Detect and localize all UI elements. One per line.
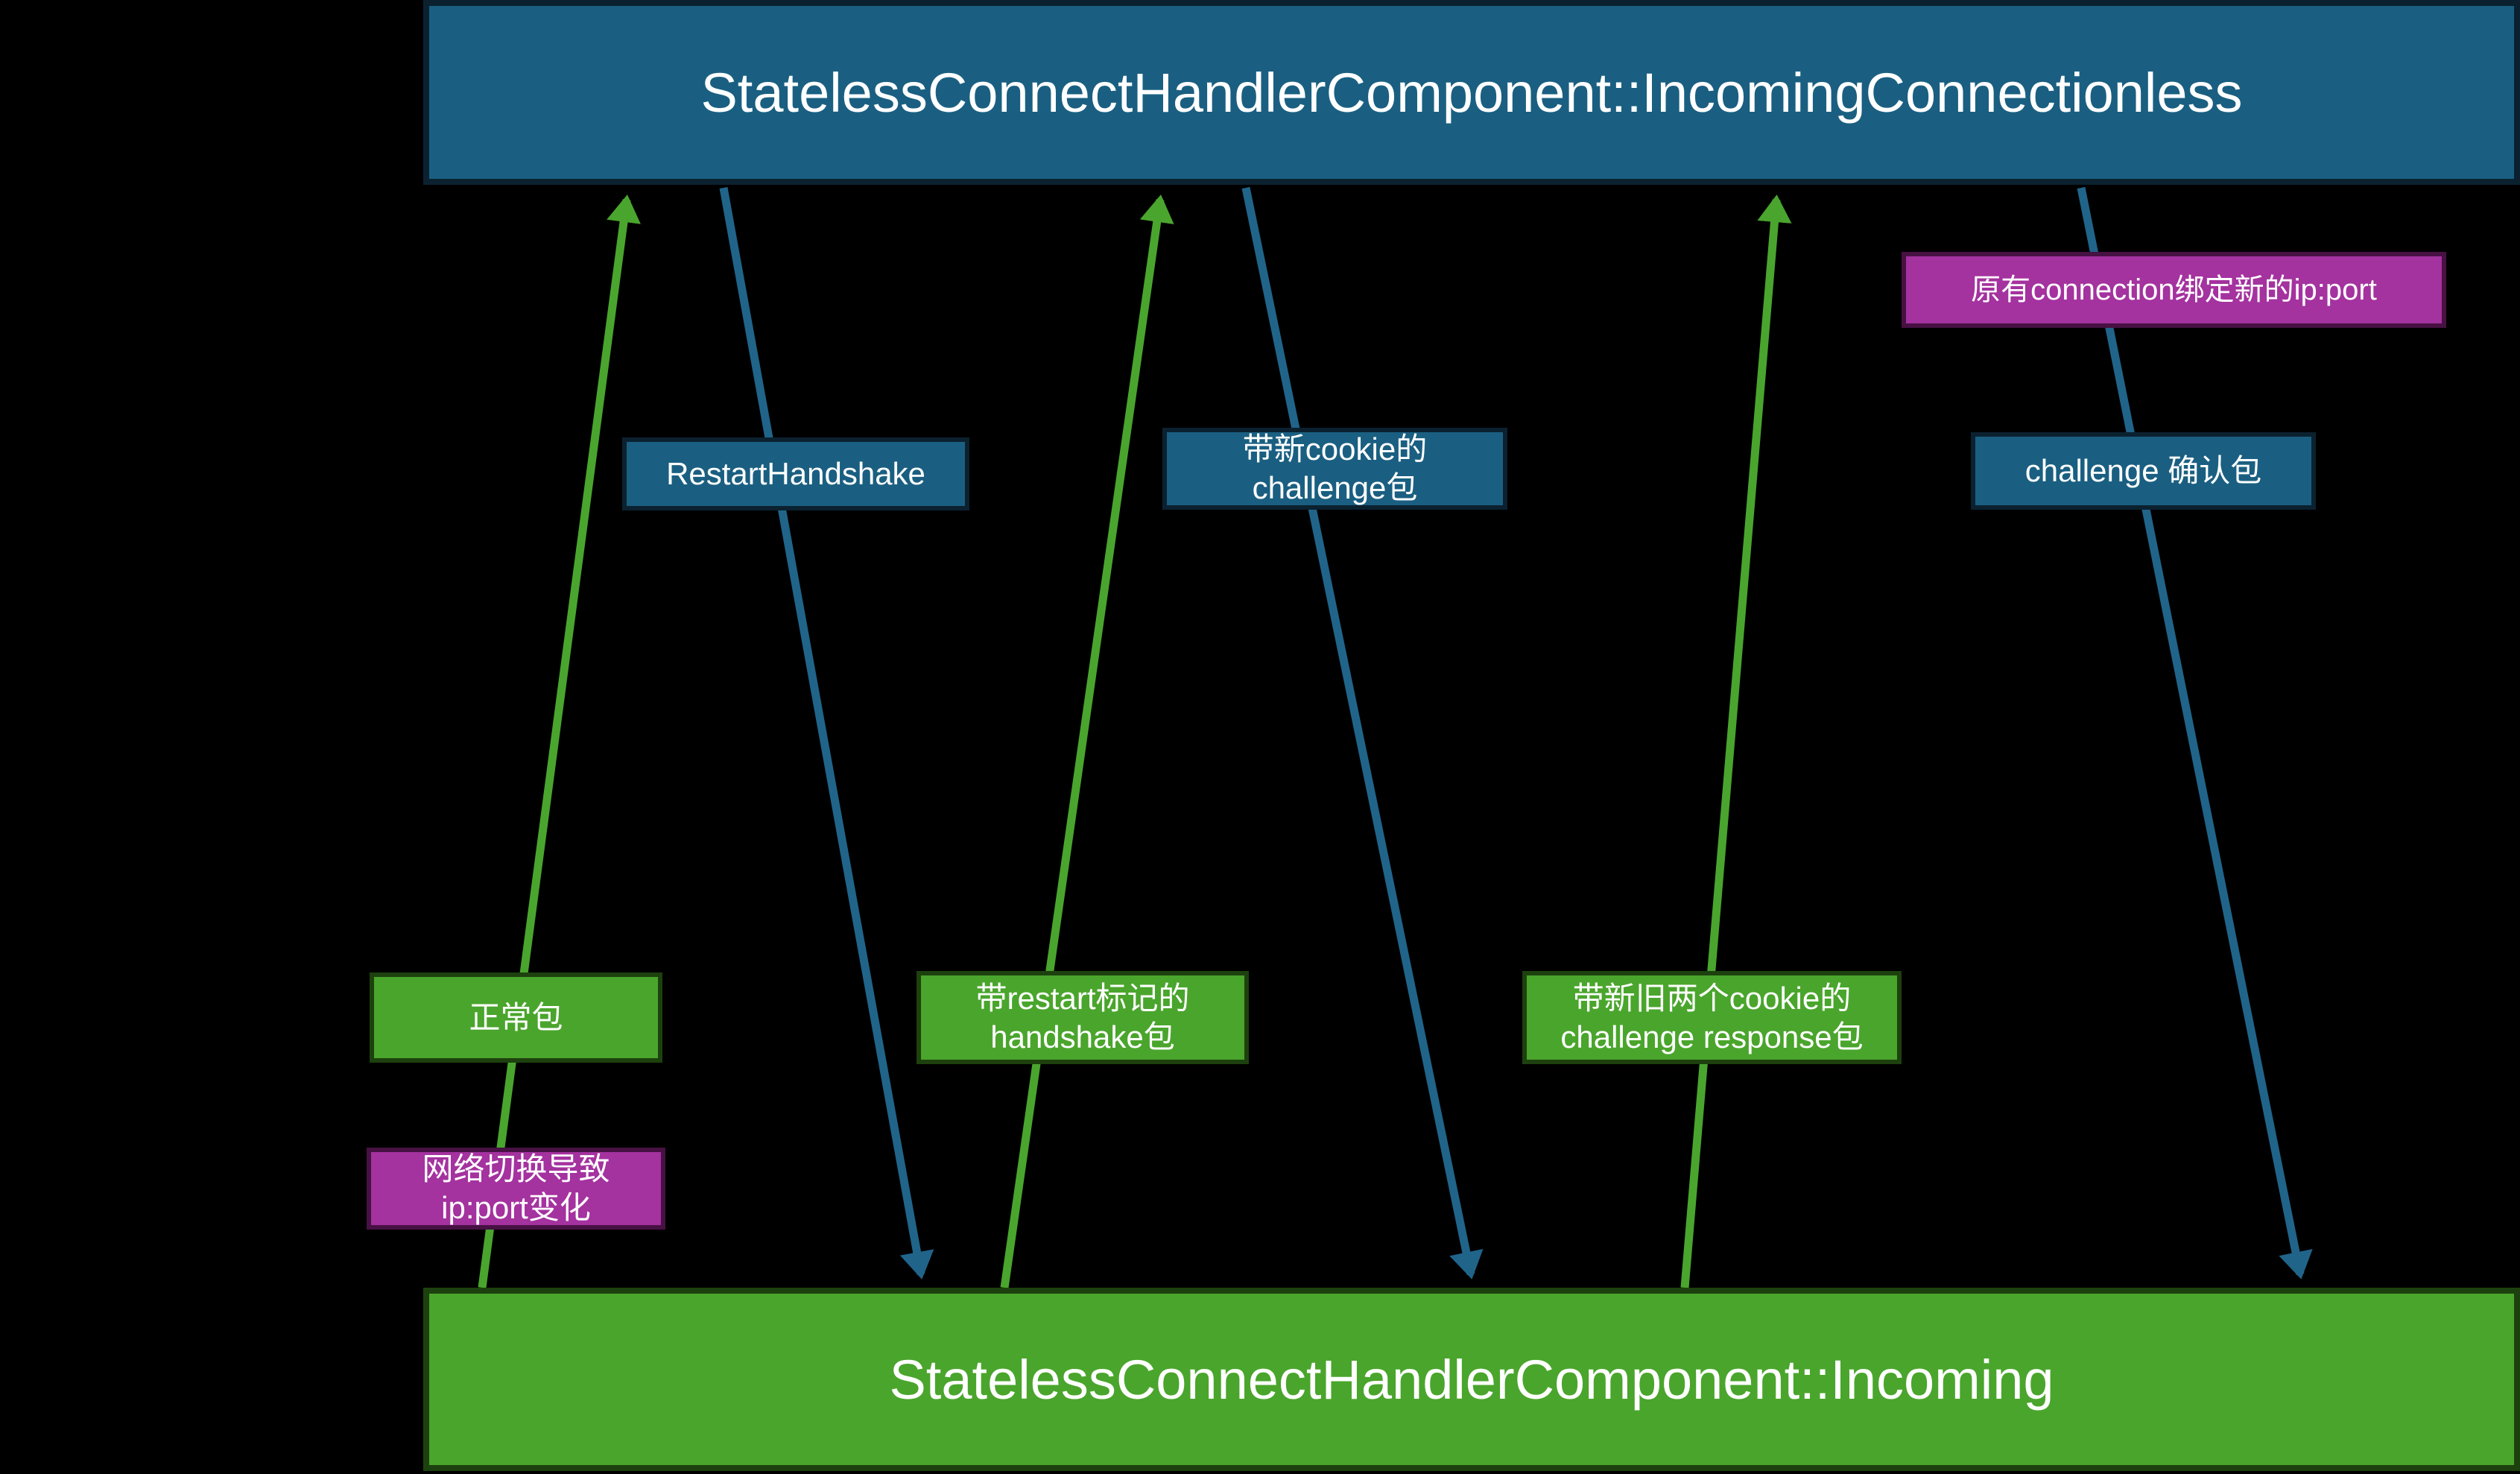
node-incoming-label: StatelessConnectHandlerComponent::Incomi… bbox=[889, 1348, 2054, 1411]
note-network-switch-line2: ip:port变化 bbox=[441, 1190, 591, 1225]
arrow-down-challenge-ack bbox=[2077, 186, 2313, 1280]
arrow-up-normal-packet bbox=[478, 194, 641, 1288]
label-restart-handshake-text: RestartHandshake bbox=[666, 456, 925, 491]
node-incoming-connectionless-label: StatelessConnectHandlerComponent::Incomi… bbox=[700, 61, 2243, 124]
label-two-cookie-response-line2: challenge response包 bbox=[1560, 1019, 1864, 1054]
label-restart-flag-handshake-line1: 带restart标记的 bbox=[975, 980, 1190, 1016]
arrow-down-restart-handshake bbox=[719, 187, 934, 1280]
arrow-down-new-cookie-challenge bbox=[1241, 186, 1484, 1280]
label-restart-flag-handshake: 带restart标记的 handshake包 bbox=[916, 971, 1249, 1064]
label-two-cookie-response: 带新旧两个cookie的 challenge response包 bbox=[1522, 971, 1902, 1064]
arrow-up-restart-flag-handshake bbox=[1000, 194, 1174, 1288]
label-challenge-ack: challenge 确认包 bbox=[1971, 432, 2316, 510]
label-new-cookie-challenge-line1: 带新cookie的 bbox=[1242, 431, 1428, 466]
note-network-switch: 网络切换导致 ip:port变化 bbox=[367, 1148, 665, 1230]
label-restart-flag-handshake-line2: handshake包 bbox=[990, 1019, 1175, 1054]
node-incoming: StatelessConnectHandlerComponent::Incomi… bbox=[423, 1288, 2520, 1471]
note-network-switch-line1: 网络切换导致 bbox=[422, 1151, 610, 1186]
label-normal-packet: 正常包 bbox=[370, 972, 662, 1063]
label-normal-packet-text: 正常包 bbox=[469, 999, 563, 1035]
label-restart-handshake: RestartHandshake bbox=[622, 437, 969, 510]
label-new-cookie-challenge-line2: challenge包 bbox=[1252, 470, 1418, 505]
label-two-cookie-response-line1: 带新旧两个cookie的 bbox=[1572, 980, 1852, 1016]
arrow-up-two-cookie-response bbox=[1680, 194, 1792, 1288]
label-new-cookie-challenge: 带新cookie的 challenge包 bbox=[1162, 428, 1507, 510]
note-bind-new-ipport: 原有connection绑定新的ip:port bbox=[1902, 252, 2446, 328]
node-incoming-connectionless: StatelessConnectHandlerComponent::Incomi… bbox=[423, 0, 2520, 185]
note-bind-new-ipport-text: 原有connection绑定新的ip:port bbox=[1971, 273, 2377, 306]
label-challenge-ack-text: challenge 确认包 bbox=[2024, 453, 2262, 488]
